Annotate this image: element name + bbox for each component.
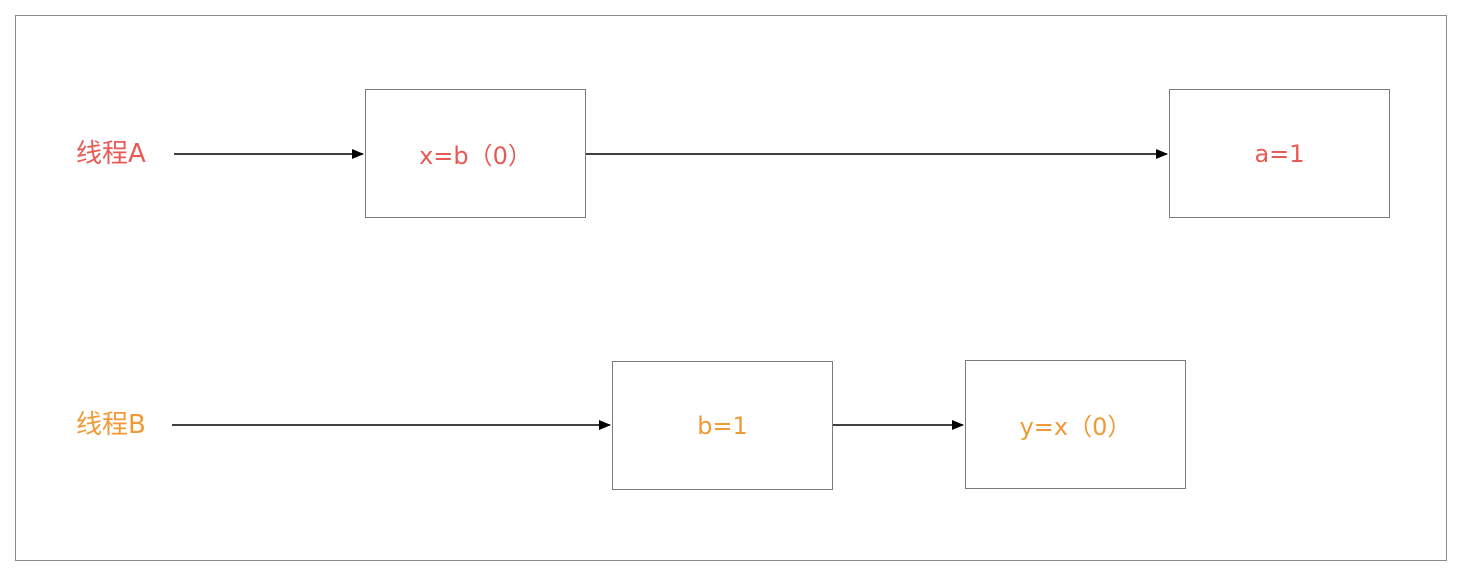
thread-b-step-1-box: b=1 <box>612 361 833 490</box>
thread-b-step-1-text: b=1 <box>697 411 748 440</box>
thread-a-step-2-text: a=1 <box>1254 139 1305 168</box>
thread-b-step-2-text: y=x（0） <box>1019 413 1132 441</box>
thread-a-step-2-box: a=1 <box>1169 89 1390 218</box>
thread-a-step-1-text: x=b（0） <box>419 142 532 170</box>
thread-b-label: 线程B <box>76 410 146 440</box>
thread-a-step-1-box: x=b（0） <box>365 89 586 218</box>
thread-b-step-2-box: y=x（0） <box>965 360 1186 489</box>
thread-a-label: 线程A <box>76 139 146 169</box>
